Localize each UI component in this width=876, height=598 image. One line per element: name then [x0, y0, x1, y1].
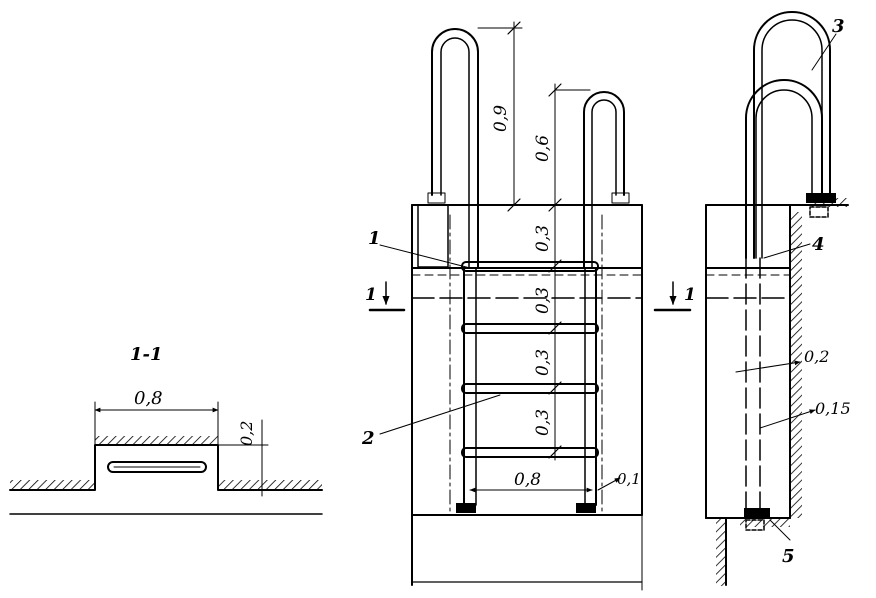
- callout-5: 5: [782, 546, 795, 567]
- section-view: 1-1 0,8 0,2: [9, 344, 323, 515]
- front-tick-b: [548, 259, 562, 273]
- front-right-handrail-outer: [583, 91, 625, 269]
- side-gap-2: 0,15: [815, 399, 851, 418]
- side-bottom-return: [725, 517, 791, 586]
- front-tick-c: [548, 321, 562, 335]
- section-width-dim: 0,8: [134, 388, 163, 409]
- front-view: 0,3 0,3 0,3 0,3 0,9 0,6 0,8 0,1 1 1 1 2: [361, 21, 696, 591]
- section-depth-dim: 0,2: [237, 421, 256, 446]
- front-right-foot: [576, 503, 596, 513]
- front-tick-d: [548, 381, 562, 395]
- front-step-1: [461, 261, 599, 272]
- callout-3: 3: [832, 16, 845, 37]
- callout-4: 4: [812, 234, 825, 255]
- callout-1: 1: [368, 228, 381, 249]
- front-left-handrail-outer: [431, 28, 479, 269]
- side-bottom-floor-hatch: [740, 518, 790, 527]
- front-left-anchor-block: [417, 204, 449, 268]
- front-right-rail-height: 0,6: [533, 135, 553, 162]
- front-step-spacing-4: 0,3: [533, 409, 553, 436]
- callout-5-leader: [769, 519, 791, 541]
- side-rail-front-outer: [745, 79, 823, 259]
- section-ground-hatch-right: [218, 480, 322, 490]
- front-step-4: [461, 447, 599, 458]
- front-right-rail-tick-top: [548, 83, 562, 97]
- front-rail-height-tick-bottom: [507, 198, 521, 212]
- front-step-3: [461, 383, 599, 394]
- front-step-spacing-2: 0,3: [533, 287, 553, 314]
- front-tick-e: [548, 445, 562, 459]
- section-step-bar: [107, 461, 207, 473]
- side-rail-back-outer: [753, 11, 831, 259]
- section-mark-left-label: 1: [365, 285, 377, 305]
- side-stringer-foot: [744, 508, 770, 518]
- side-wall-hatch: [790, 212, 802, 518]
- front-ladder-width: 0,8: [514, 470, 541, 490]
- front-rail-height-tick-top: [507, 21, 521, 35]
- front-left-foot: [456, 503, 476, 513]
- section-title: 1-1: [130, 344, 163, 365]
- side-gap-dim-1: [735, 360, 801, 373]
- callout-4-leader: [763, 243, 811, 259]
- side-stringer-anchor-bottom: [745, 519, 765, 531]
- front-left-handrail-inner: [440, 37, 470, 269]
- side-view: 0,2 0,15 3 4 5: [705, 11, 851, 586]
- side-gap-1: 0,2: [804, 347, 829, 366]
- side-gap-dim-2: [759, 409, 816, 429]
- front-right-handrail-inner: [591, 99, 617, 269]
- side-rail-anchor-top: [809, 206, 829, 218]
- section-ground-hatch-mid: [95, 436, 218, 445]
- section-mark-right-label: 1: [684, 285, 696, 305]
- section-ground-hatch-left: [10, 480, 95, 490]
- front-left-rail-base: [427, 192, 446, 204]
- side-rail-front-inner: [755, 89, 813, 259]
- front-step-2: [461, 323, 599, 334]
- front-gap-leader: [597, 477, 621, 491]
- callout-3-leader: [811, 33, 837, 71]
- callout-1-leader: [379, 244, 471, 269]
- callout-2-leader: [379, 394, 501, 435]
- front-bottom-gap: 0,1: [617, 470, 641, 488]
- front-step-spacing-3: 0,3: [533, 349, 553, 376]
- side-rail-base: [806, 193, 836, 203]
- callout-2: 2: [361, 428, 375, 449]
- front-right-rail-base: [611, 192, 630, 204]
- side-rail-back-inner: [761, 19, 823, 259]
- side-bottom-hatch: [716, 518, 726, 586]
- front-step-spacing-1: 0,3: [533, 225, 553, 252]
- front-left-rail-height: 0,9: [491, 105, 511, 132]
